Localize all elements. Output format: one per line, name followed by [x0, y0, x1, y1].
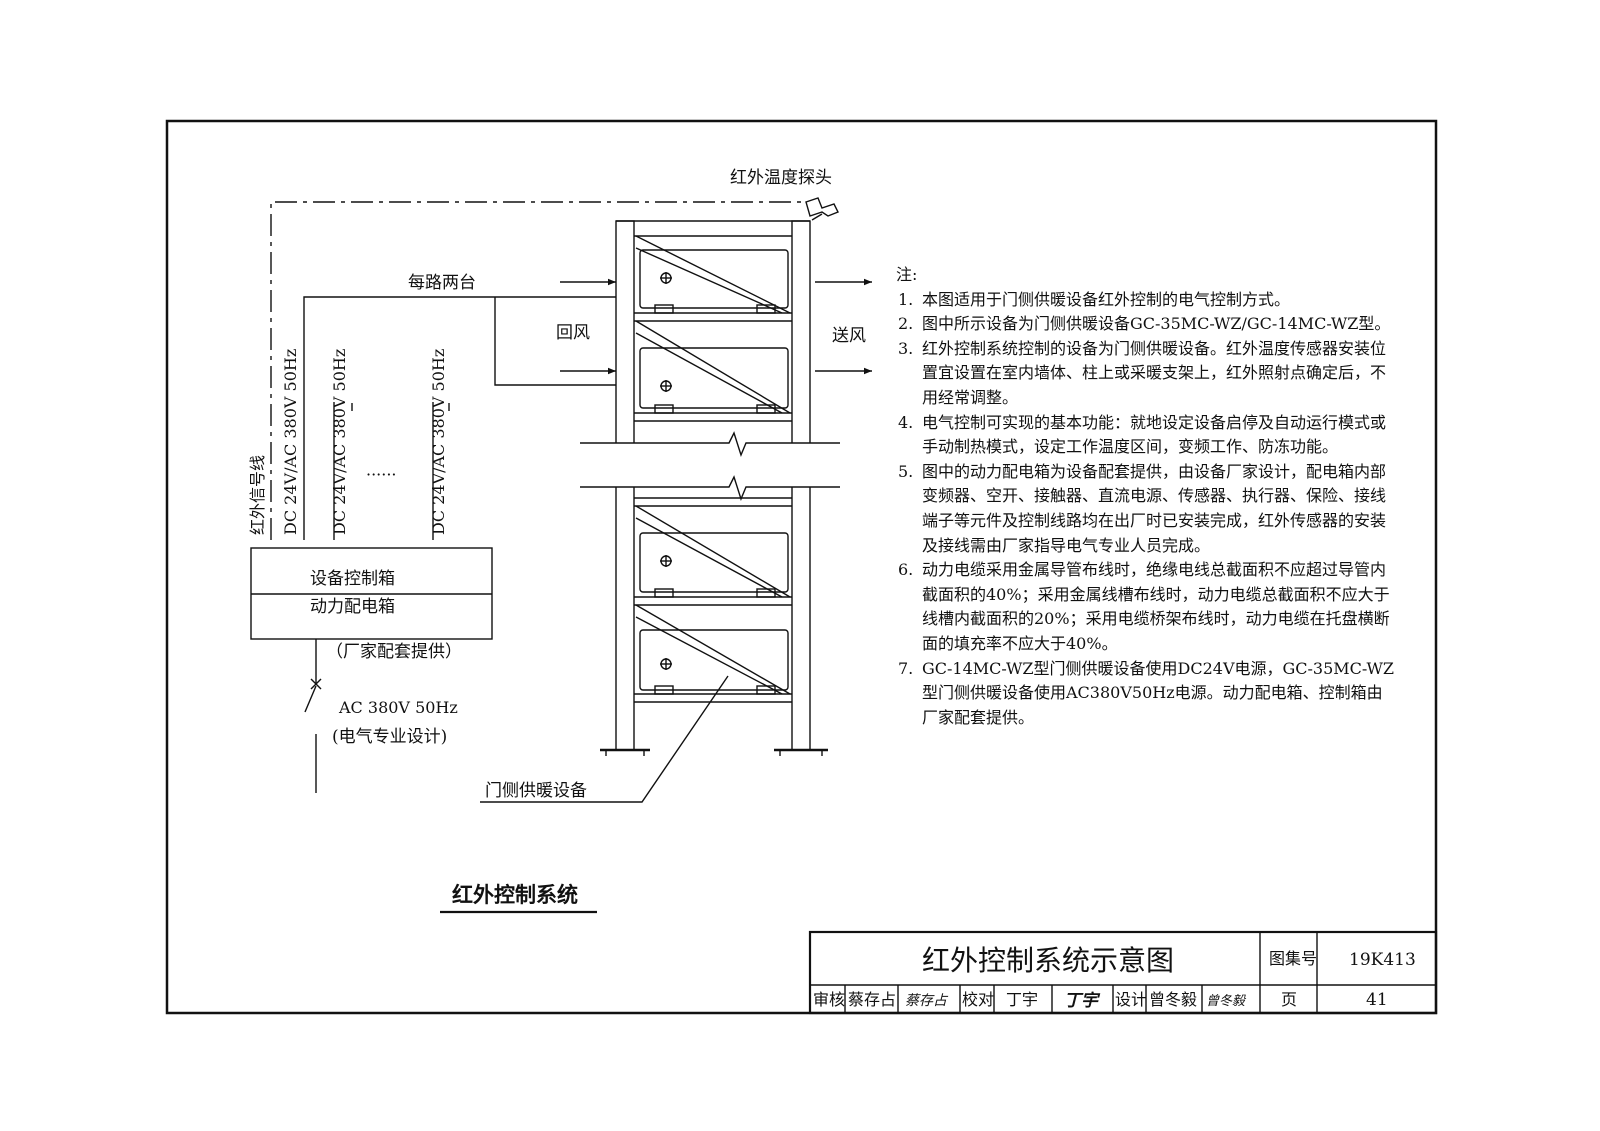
designer-signature: 曾冬毅: [1206, 993, 1247, 1009]
diagram-caption: 红外控制系统: [452, 882, 578, 907]
note-text: 图中所示设备为门侧供暖设备GC-35MC-WZ/GC-14MC-WZ型。: [922, 314, 1391, 334]
heating-unit-2: [635, 320, 791, 414]
reviewer-name: 蔡存占: [848, 990, 896, 1009]
note-number: 2.: [898, 314, 914, 334]
note-text: GC-14MC-WZ型门侧供暖设备使用DC24V电源，GC-35MC-WZ型门侧…: [922, 658, 1395, 727]
ir-signal-line: [270, 201, 806, 540]
drawing-title: 红外控制系统示意图: [922, 944, 1174, 977]
air-arrows: [560, 278, 872, 375]
each-two-label: 每路两台: [408, 273, 476, 293]
power-supply-label: AC 380V 50Hz: [338, 698, 458, 717]
ellipsis-label: ······: [366, 465, 397, 484]
atlas-label: 图集号: [1269, 949, 1317, 968]
page-number: 41: [1366, 990, 1388, 1010]
note-text: 电气控制可实现的基本功能：就地设定设备启停及自动运行模式或手动制热模式，设定工作…: [922, 412, 1387, 457]
control-box-label: 设备控制箱: [310, 569, 395, 589]
drawing-frame: [165, 119, 1438, 1015]
note-item: 7. GC-14MC-WZ型门侧供暖设备使用DC24V电源，GC-35MC-WZ型…: [898, 657, 1398, 731]
power-supply-line: [304, 639, 322, 793]
power-box-label: 动力配电箱: [310, 597, 395, 617]
vendor-supply-label: （厂家配套提供）: [326, 642, 462, 662]
notes-panel: 注: 1. 本图适用于门侧供暖设备红外控制的电气控制方式。 2. 图中所示设备为门侧…: [896, 263, 1398, 731]
design-label: 设计: [1115, 990, 1147, 1009]
page-label: 页: [1281, 990, 1297, 1009]
break-lines: [580, 431, 840, 502]
note-number: 3.: [898, 338, 914, 358]
cable-2-label: DC 24V/AC 380V 50Hz: [330, 349, 349, 535]
electrical-design-label: (电气专业设计): [332, 727, 447, 747]
heating-unit-4: [635, 604, 791, 695]
note-item: 2. 图中所示设备为门侧供暖设备GC-35MC-WZ/GC-14MC-WZ型。: [898, 312, 1398, 337]
main-cable: [303, 296, 616, 540]
review-label: 审核: [813, 990, 845, 1009]
branch-cable: [494, 297, 616, 386]
note-item: 5. 图中的动力配电箱为设备配套提供，由设备厂家设计，配电箱内部变频器、空开、接触…: [898, 460, 1398, 558]
reviewer-signature: 蔡存占: [905, 993, 949, 1009]
cable-3-label: DC 24V/AC 380V 50Hz: [429, 349, 448, 535]
note-number: 5.: [898, 461, 914, 481]
equipment-rack: [600, 220, 828, 756]
note-text: 本图适用于门侧供暖设备红外控制的电气控制方式。: [922, 289, 1291, 309]
note-item: 4. 电气控制可实现的基本功能：就地设定设备启停及自动运行模式或手动制热模式，设定…: [898, 411, 1398, 460]
return-air-label: 回风: [556, 323, 590, 343]
cable-ir-signal-label: 红外信号线: [248, 455, 267, 535]
note-text: 红外控制系统控制的设备为门侧供暖设备。红外温度传感器安装位置宜设置在室内墙体、柱…: [922, 338, 1387, 407]
cable-1-label: DC 24V/AC 380V 50Hz: [281, 349, 300, 535]
checker-name: 丁宇: [1006, 990, 1038, 1009]
heating-unit-1: [635, 235, 791, 314]
note-number: 7.: [898, 658, 914, 678]
note-item: 1. 本图适用于门侧供暖设备红外控制的电气控制方式。: [898, 288, 1398, 313]
checker-signature: 丁宇: [1064, 991, 1101, 1011]
title-block: [808, 930, 1438, 1015]
probe-label: 红外温度探头: [730, 168, 832, 188]
note-number: 6.: [898, 560, 914, 580]
equipment-label: 门侧供暖设备: [485, 781, 587, 801]
cable-lines: [303, 296, 616, 540]
atlas-number: 19K413: [1349, 950, 1416, 970]
notes-list: 1. 本图适用于门侧供暖设备红外控制的电气控制方式。 2. 图中所示设备为门侧供暖设…: [898, 288, 1398, 731]
note-item: 6. 动力电缆采用金属导管布线时，绝缘电线总截面积不应超过导管内截面积的40%；采…: [898, 558, 1398, 656]
notes-heading: 注:: [896, 265, 918, 284]
supply-air-label: 送风: [832, 326, 866, 346]
ir-probe-icon: [805, 197, 839, 221]
note-text: 动力电缆采用金属导管布线时，绝缘电线总截面积不应超过导管内截面积的40%；采用金…: [922, 560, 1390, 653]
note-number: 4.: [898, 412, 914, 432]
note-number: 1.: [898, 289, 914, 309]
equipment-leader: [480, 675, 729, 803]
note-text: 图中的动力配电箱为设备配套提供，由设备厂家设计，配电箱内部变频器、空开、接触器、…: [922, 461, 1387, 555]
control-power-box: [250, 547, 493, 640]
note-item: 3. 红外控制系统控制的设备为门侧供暖设备。红外温度传感器安装位置宜设置在室内墙体…: [898, 337, 1398, 411]
heating-unit-3: [635, 505, 791, 598]
designer-name: 曾冬毅: [1149, 990, 1197, 1009]
check-label: 校对: [962, 990, 994, 1009]
